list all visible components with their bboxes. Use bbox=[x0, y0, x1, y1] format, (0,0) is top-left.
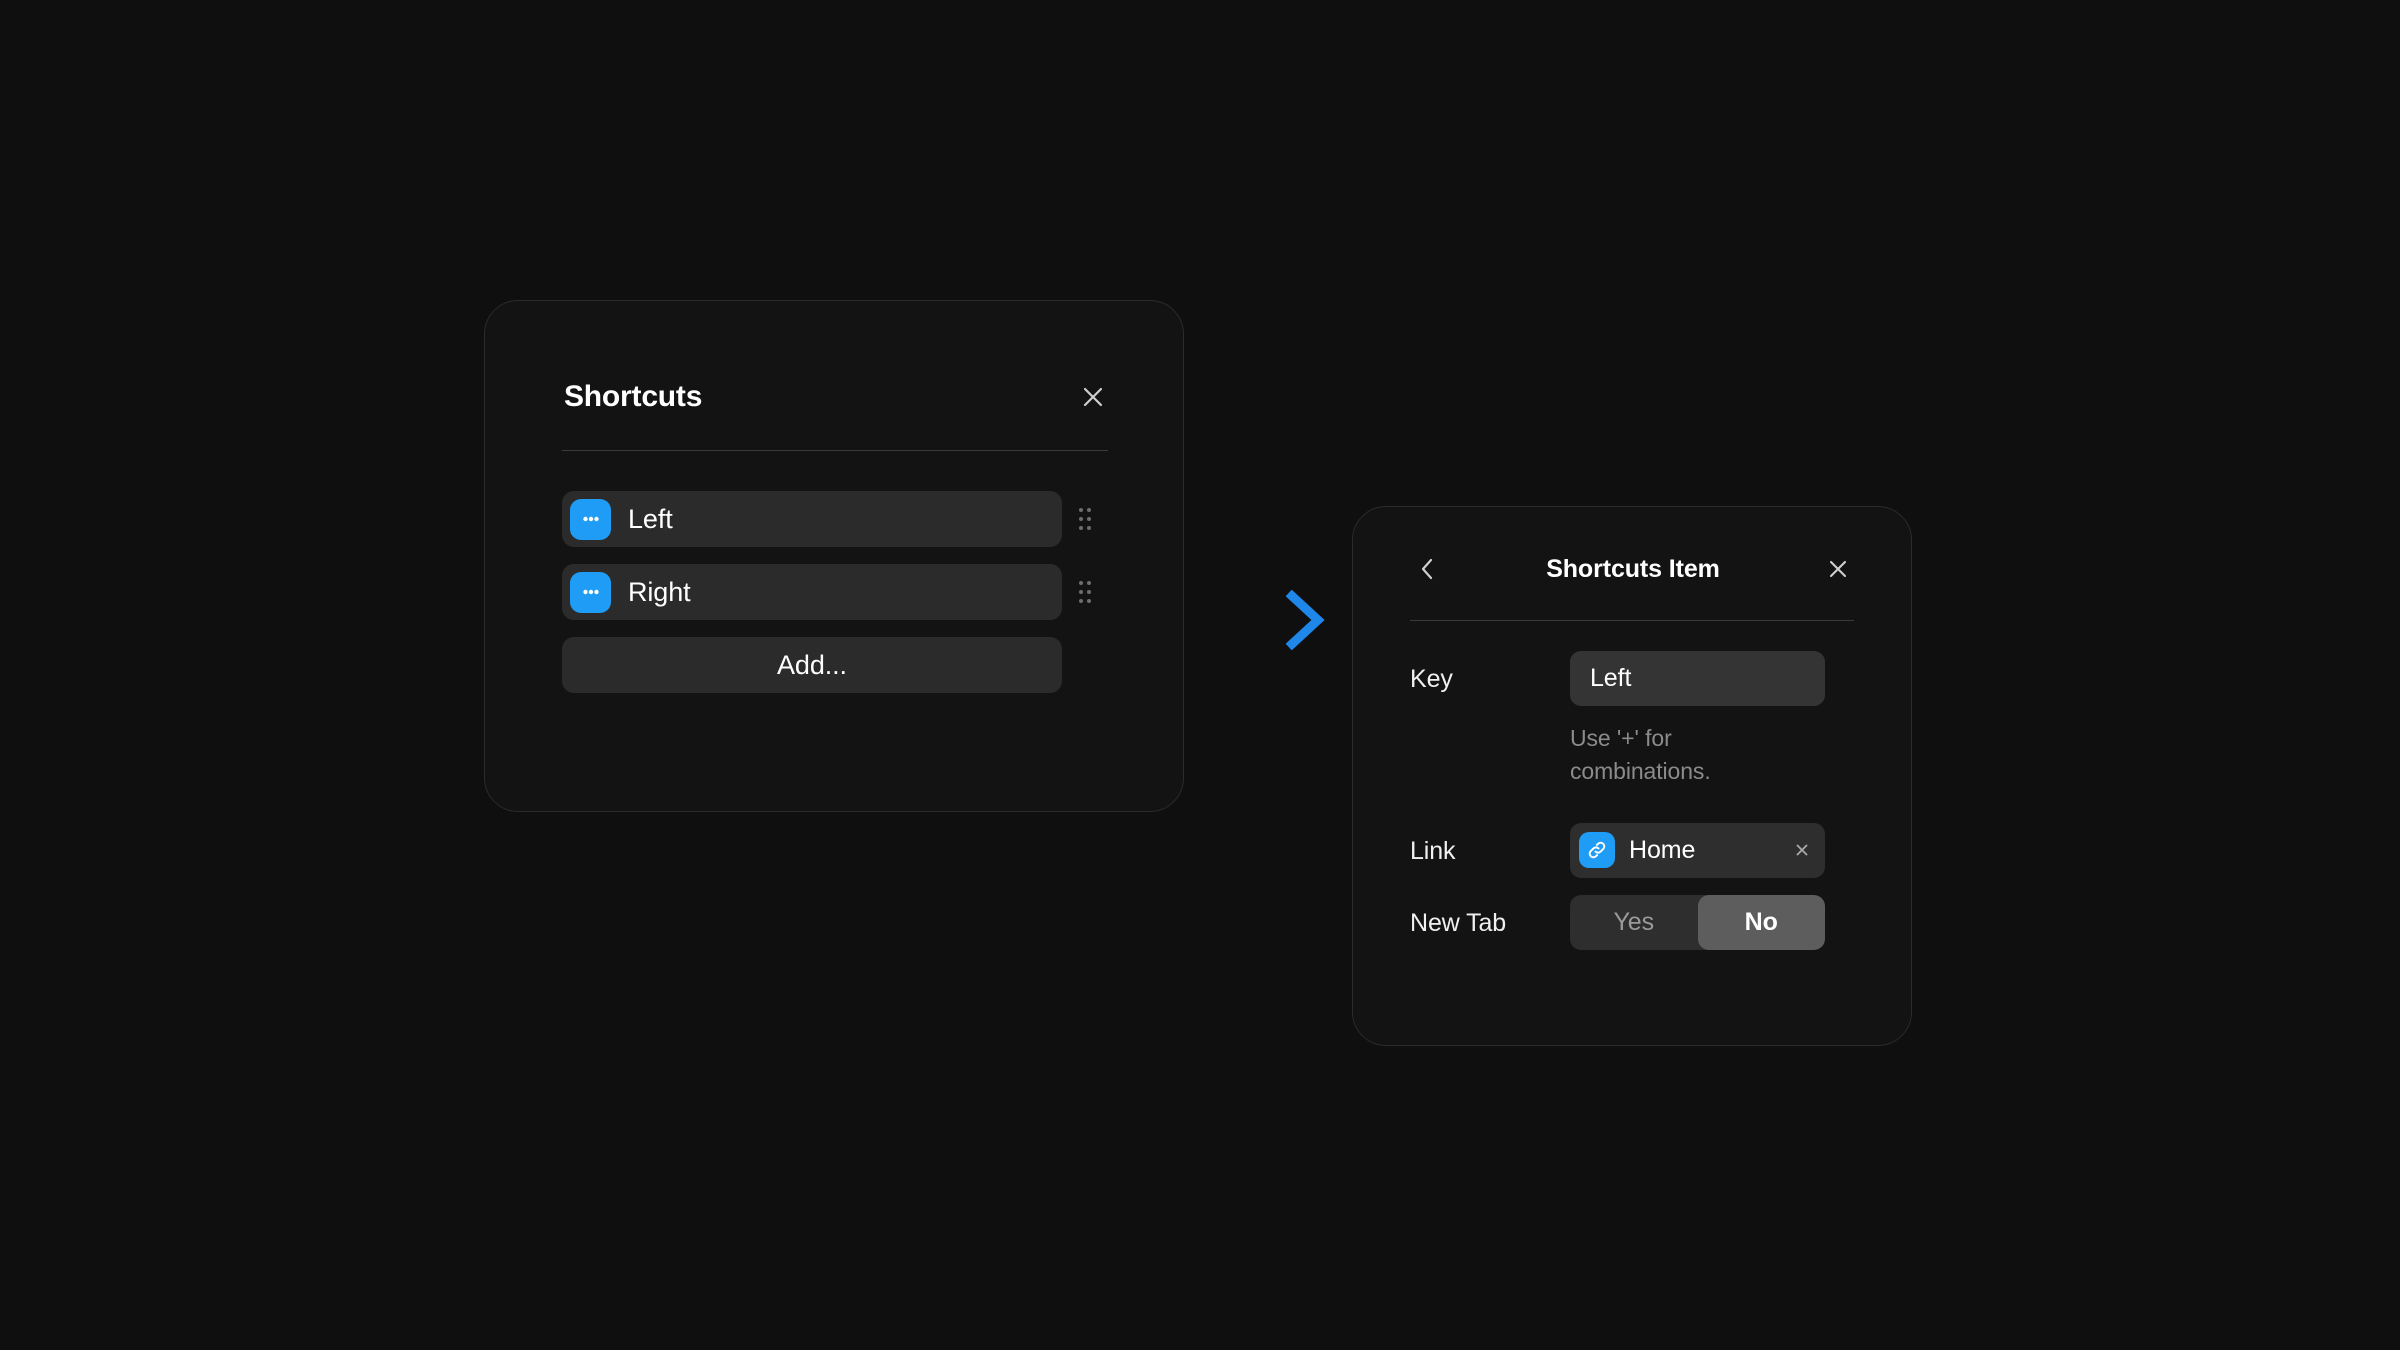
shortcuts-item-form: Key Left Use '+' for combinations. Link … bbox=[1410, 651, 1854, 950]
close-icon[interactable] bbox=[1821, 552, 1855, 586]
shortcuts-list: Left bbox=[562, 491, 1108, 693]
new-tab-segmented-control: Yes No bbox=[1570, 894, 1825, 950]
link-value-chip[interactable]: Home bbox=[1570, 822, 1825, 878]
shortcuts-item-panel: Shortcuts Item bbox=[1352, 506, 1912, 1046]
shortcuts-panel-header: Shortcuts bbox=[564, 377, 1110, 417]
key-field-hint: Use '+' for combinations. bbox=[1570, 725, 1711, 785]
shortcut-item-left[interactable]: Left bbox=[562, 491, 1062, 547]
shortcuts-item-title: Shortcuts Item bbox=[1546, 554, 1720, 583]
link-field-control: Home bbox=[1570, 822, 1854, 878]
list-item: Left bbox=[562, 491, 1108, 547]
shortcuts-panel: Shortcuts bbox=[484, 300, 1184, 812]
form-row-link: Link Home bbox=[1410, 822, 1854, 878]
ellipsis-app-icon bbox=[570, 571, 611, 613]
key-input[interactable]: Left bbox=[1570, 651, 1825, 706]
shortcut-item-label: Right bbox=[628, 576, 691, 607]
arrow-right-icon bbox=[1180, 589, 1330, 651]
drag-handle-icon[interactable] bbox=[1062, 564, 1108, 620]
link-icon bbox=[1579, 832, 1615, 869]
new-tab-field-label: New Tab bbox=[1410, 908, 1507, 937]
chevron-left-icon[interactable] bbox=[1411, 553, 1443, 585]
drag-handle-icon[interactable] bbox=[1062, 491, 1108, 547]
close-icon[interactable] bbox=[1076, 380, 1110, 414]
key-field-control: Left Use '+' for combinations. bbox=[1570, 651, 1854, 789]
form-row-new-tab: New Tab Yes No bbox=[1410, 894, 1854, 950]
new-tab-field-control: Yes No bbox=[1570, 894, 1854, 950]
new-tab-option-yes[interactable]: Yes bbox=[1613, 907, 1655, 936]
new-tab-option-no[interactable]: No bbox=[1697, 894, 1825, 950]
link-field-label: Link bbox=[1410, 836, 1456, 865]
shortcuts-item-divider bbox=[1410, 620, 1854, 621]
shortcut-item-label: Left bbox=[628, 503, 673, 534]
list-item: Right bbox=[562, 564, 1108, 620]
shortcuts-panel-divider bbox=[562, 450, 1108, 451]
close-small-icon[interactable] bbox=[1789, 837, 1815, 863]
link-value-label: Home bbox=[1629, 835, 1696, 864]
shortcuts-panel-title: Shortcuts bbox=[564, 380, 703, 413]
key-field-label: Key bbox=[1410, 665, 1453, 693]
form-row-key: Key Left Use '+' for combinations. bbox=[1410, 651, 1854, 789]
shortcuts-item-header: Shortcuts Item bbox=[1411, 549, 1855, 589]
ellipsis-app-icon bbox=[570, 498, 611, 540]
shortcut-item-right[interactable]: Right bbox=[562, 564, 1062, 620]
add-shortcut-button[interactable]: Add... bbox=[562, 637, 1062, 693]
